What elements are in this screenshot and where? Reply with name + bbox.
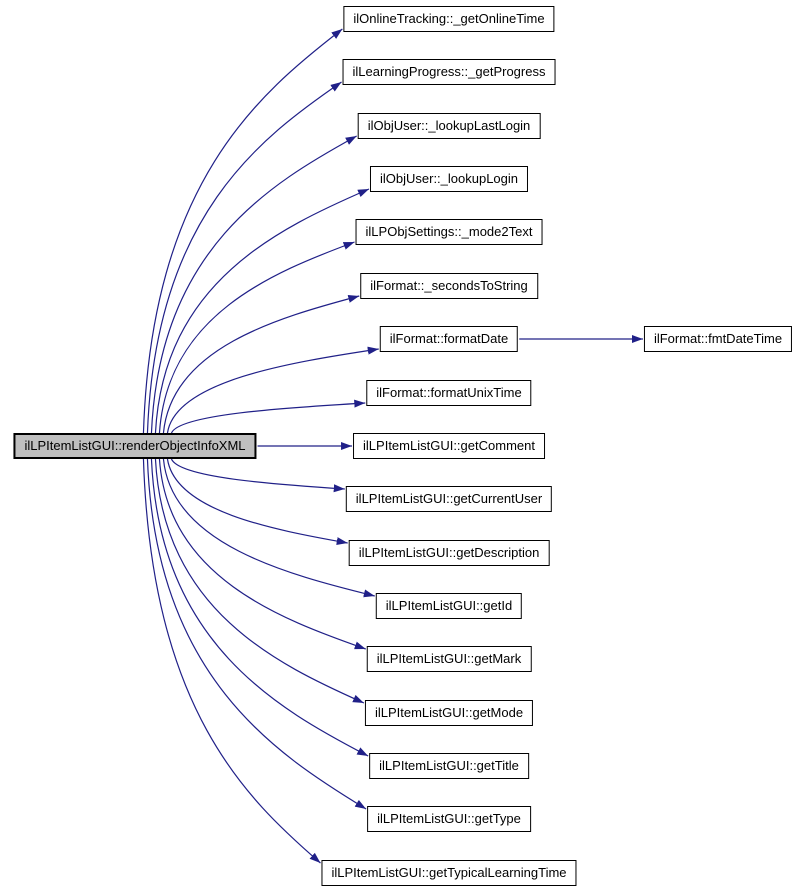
- node-label: ilLPItemListGUI::getType: [377, 811, 521, 826]
- node-format-date[interactable]: ilFormat::formatDate: [379, 326, 519, 352]
- node-get-id[interactable]: ilLPItemListGUI::getId: [375, 593, 523, 619]
- call-edge: [162, 458, 375, 598]
- node-label: ilLPItemListGUI::getComment: [363, 438, 535, 453]
- call-edge: [158, 241, 355, 434]
- call-edge: [170, 399, 366, 434]
- call-edge: [162, 294, 360, 434]
- call-edge: [166, 346, 379, 434]
- call-edge: [142, 458, 321, 864]
- node-label: ilFormat::formatDate: [389, 331, 509, 346]
- call-edge: [158, 458, 366, 650]
- call-edge: [150, 135, 357, 434]
- node-get-description[interactable]: ilLPItemListGUI::getDescription: [348, 540, 550, 566]
- node-get-online-time[interactable]: ilOnlineTracking::_getOnlineTime: [343, 6, 555, 32]
- node-label: ilFormat::fmtDateTime: [653, 331, 783, 346]
- call-edge: [142, 28, 343, 434]
- node-lookup-login[interactable]: ilObjUser::_lookupLogin: [369, 166, 529, 192]
- call-edge: [166, 458, 348, 546]
- node-label: ilLPItemListGUI::renderObjectInfoXML: [24, 438, 246, 453]
- call-edge: [150, 458, 369, 757]
- node-label: ilLPItemListGUI::getTitle: [379, 758, 519, 773]
- node-label: ilLPObjSettings::_mode2Text: [365, 224, 533, 239]
- node-label: ilFormat::formatUnixTime: [376, 385, 522, 400]
- node-label: ilFormat::_secondsToString: [370, 278, 528, 293]
- node-render-object-info-xml: ilLPItemListGUI::renderObjectInfoXML: [13, 433, 257, 459]
- node-mode2text[interactable]: ilLPObjSettings::_mode2Text: [355, 219, 543, 245]
- call-edge: [146, 81, 342, 434]
- call-edge: [154, 188, 370, 434]
- node-label: ilLPItemListGUI::getMode: [374, 705, 524, 720]
- node-label: ilLPItemListGUI::getTypicalLearningTime: [331, 865, 567, 880]
- node-get-type[interactable]: ilLPItemListGUI::getType: [367, 806, 531, 832]
- call-edge: [154, 458, 365, 704]
- call-edge: [146, 458, 367, 810]
- node-get-title[interactable]: ilLPItemListGUI::getTitle: [369, 753, 529, 779]
- node-label: ilOnlineTracking::_getOnlineTime: [353, 11, 545, 26]
- node-label: ilLPItemListGUI::getDescription: [358, 545, 540, 560]
- node-label: ilLPItemListGUI::getId: [385, 598, 513, 613]
- node-get-progress[interactable]: ilLearningProgress::_getProgress: [342, 59, 556, 85]
- node-get-comment[interactable]: ilLPItemListGUI::getComment: [353, 433, 545, 459]
- call-edge: [170, 458, 345, 493]
- node-get-current-user[interactable]: ilLPItemListGUI::getCurrentUser: [345, 486, 553, 512]
- node-fmt-date-time[interactable]: ilFormat::fmtDateTime: [643, 326, 793, 352]
- node-label: ilObjUser::_lookupLastLogin: [367, 118, 531, 133]
- node-get-typical-learning-time[interactable]: ilLPItemListGUI::getTypicalLearningTime: [321, 860, 577, 886]
- node-lookup-last-login[interactable]: ilObjUser::_lookupLastLogin: [357, 113, 541, 139]
- node-label: ilLPItemListGUI::getCurrentUser: [355, 491, 543, 506]
- node-label: ilLearningProgress::_getProgress: [352, 64, 546, 79]
- node-label: ilObjUser::_lookupLogin: [379, 171, 519, 186]
- node-get-mark[interactable]: ilLPItemListGUI::getMark: [366, 646, 532, 672]
- node-get-mode[interactable]: ilLPItemListGUI::getMode: [364, 700, 534, 726]
- node-seconds-to-string[interactable]: ilFormat::_secondsToString: [360, 273, 538, 299]
- node-format-unix-time[interactable]: ilFormat::formatUnixTime: [366, 380, 532, 406]
- node-label: ilLPItemListGUI::getMark: [376, 651, 522, 666]
